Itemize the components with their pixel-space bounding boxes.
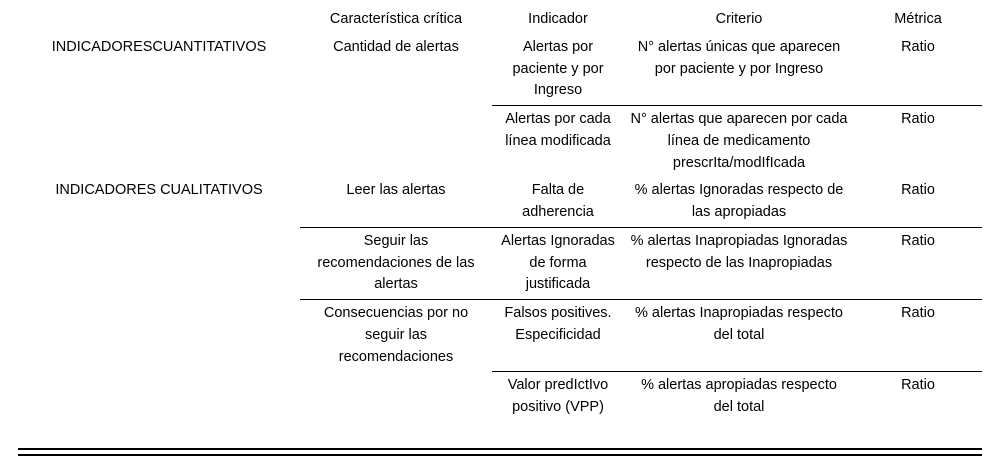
- cell-indicator: Alertas Ignoradas de forma justificada: [492, 226, 624, 300]
- table-row: INDICADORESCUANTITATIVOS Cantidad de ale…: [18, 34, 982, 106]
- cell-empty: [18, 227, 300, 299]
- table-header-row: Característica crítica Indicador Criteri…: [18, 6, 982, 34]
- column-header-criterion: Criterio: [715, 11, 763, 27]
- column-header-character: Característica crítica: [329, 11, 463, 27]
- column-header-indicator: Indicador: [528, 11, 588, 27]
- cell-character: Consecuencias por no seguir las recomend…: [300, 299, 492, 372]
- cell-criterion: % alertas apropiadas respecto del total: [624, 370, 854, 422]
- cell-criterion: N° alertas que aparecen por cada línea d…: [624, 105, 854, 178]
- cell-indicator: Valor predIctIvo positivo (VPP): [492, 370, 624, 422]
- table-body: INDICADORESCUANTITATIVOS Cantidad de ale…: [18, 34, 982, 422]
- cell-metric: Ratio: [901, 38, 935, 55]
- cell-indicator: Alertas por paciente y por Ingreso: [512, 38, 604, 99]
- cell-criterion: N° alertas únicas que aparecen por pacie…: [637, 38, 841, 77]
- cell-character: Leer las alertas: [346, 182, 446, 199]
- table-row: Consecuencias por no seguir las recomend…: [18, 299, 982, 372]
- table-row: Alertas por cada línea modificada N° ale…: [18, 105, 982, 178]
- cell-criterion: % alertas Ignoradas respecto de las apro…: [634, 182, 844, 220]
- section-label-cualitativos: INDICADORES CUALITATIVOS: [55, 182, 263, 199]
- cell-empty: [18, 300, 300, 372]
- table-row: INDICADORES CUALITATIVOS Leer las alerta…: [18, 177, 982, 227]
- cell-empty: [300, 106, 492, 178]
- cell-metric: Ratio: [854, 226, 982, 300]
- table-row: Valor predIctIvo positivo (VPP) % alerta…: [18, 370, 982, 422]
- cell-criterion: % alertas Inapropiadas respecto del tota…: [624, 299, 854, 372]
- cell-empty: [18, 371, 300, 421]
- cell-metric: Ratio: [901, 182, 935, 199]
- column-header-metric: Métrica: [894, 11, 942, 27]
- cell-indicator: Alertas por cada línea modificada: [492, 105, 624, 178]
- cell-criterion: % alertas Inapropiadas Ignoradas respect…: [624, 226, 854, 300]
- table-row: Seguir las recomendaciones de las alerta…: [18, 226, 982, 300]
- cell-metric: Ratio: [854, 370, 982, 422]
- cell-metric: Ratio: [854, 299, 982, 372]
- cell-empty: [300, 371, 492, 421]
- table-header: Característica crítica Indicador Criteri…: [18, 6, 982, 34]
- cell-indicator: Falsos positives. Especificidad: [492, 299, 624, 372]
- section-label-cuantitativos: INDICADORESCUANTITATIVOS: [51, 38, 267, 55]
- table-bottom-rule-outer: [18, 448, 982, 451]
- cell-character: Seguir las recomendaciones de las alerta…: [300, 226, 492, 300]
- cell-empty: [18, 106, 300, 178]
- indicators-table: Característica crítica Indicador Criteri…: [18, 6, 982, 422]
- column-header-group: [18, 6, 300, 34]
- cell-character: Cantidad de alertas: [333, 38, 459, 55]
- cell-metric: Ratio: [854, 105, 982, 178]
- table-bottom-rule-inner: [18, 454, 982, 457]
- cell-indicator: Falta de adherencia: [522, 182, 594, 220]
